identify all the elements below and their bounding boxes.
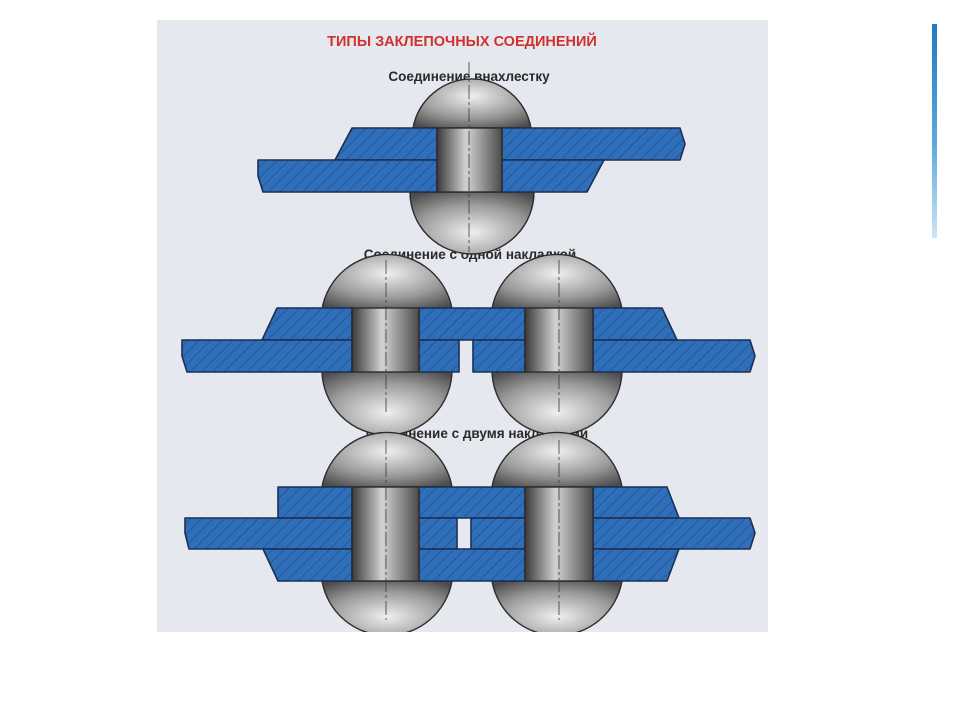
single-strap-joint [181, 253, 756, 436]
rivet-head-bottom [409, 191, 535, 255]
section-label-lap: Соединение внахлестку [388, 69, 550, 84]
double-strap-joint [184, 431, 756, 632]
rivet-shank [351, 486, 420, 582]
bottom-strap [418, 548, 526, 582]
top-strap [418, 486, 526, 519]
rivet-head-bottom [321, 580, 453, 632]
top-strap [592, 486, 680, 519]
diagram-title: ТИПЫ ЗАКЛЕПОЧНЫХ СОЕДИНЕНИЙ [327, 32, 597, 50]
lower-plate [257, 159, 438, 193]
base-plate [418, 339, 460, 373]
rivet-shank [436, 127, 503, 193]
rivet-head-top [412, 78, 532, 129]
bottom-strap [262, 548, 353, 582]
rivet-head-bottom [491, 580, 623, 632]
lower-plate [501, 159, 605, 193]
base-plate [470, 517, 526, 550]
cover-strap [418, 307, 526, 341]
base-plate [184, 517, 353, 550]
lap-joint [257, 62, 686, 255]
rivet-shank [351, 307, 420, 373]
upper-plate [501, 127, 686, 161]
bottom-strap [592, 548, 680, 582]
accent-bar [932, 24, 937, 238]
cover-strap [592, 307, 678, 341]
rivet-head-top [491, 253, 623, 310]
base-plate [418, 517, 458, 550]
rivet-head-top [491, 431, 623, 488]
cover-strap [261, 307, 353, 341]
upper-plate [334, 127, 438, 161]
top-strap [277, 486, 353, 519]
base-plate [472, 339, 526, 373]
rivet-head-top [321, 431, 453, 488]
base-plate [592, 339, 756, 373]
base-plate [181, 339, 353, 373]
rivet-joints-figure: ТИПЫ ЗАКЛЕПОЧНЫХ СОЕДИНЕНИЙ Соединение в… [157, 20, 768, 632]
rivet-head-top [321, 253, 453, 310]
base-plate [592, 517, 756, 550]
